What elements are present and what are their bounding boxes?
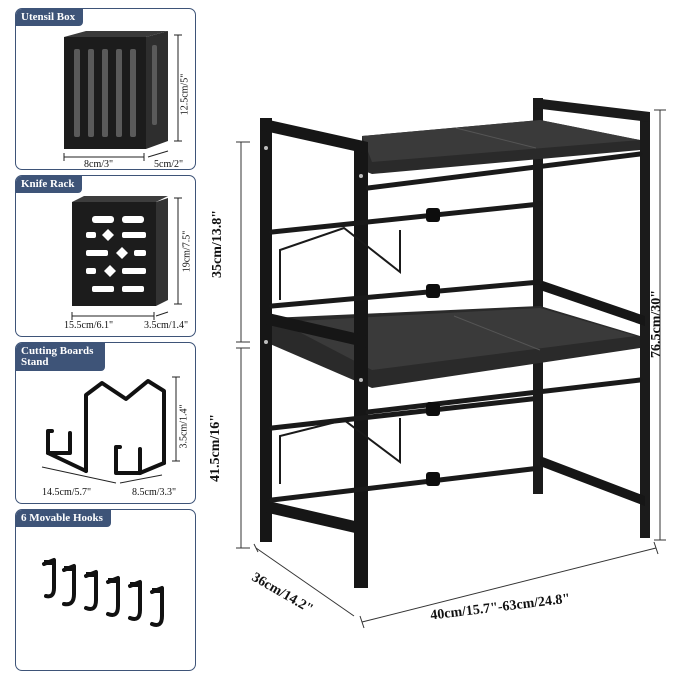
cutting-boards-stand-depth-label: 8.5cm/3.3" [132,487,177,498]
cutting-boards-stand-title: Cutting Boards Stand [16,343,105,371]
cutting-boards-stand-illustration [41,376,180,484]
hook-6 [150,586,164,627]
knife-rack-depth-label: 3.5cm/1.4" [144,320,189,331]
hook-5 [128,580,142,621]
cutting-boards-stand-panel: Cutting Boards Stand 3.5cm/1.4" 14.5cm/5… [15,342,196,504]
upper-height-label: 35cm/13.8" [210,209,226,279]
utensil-box-width-label: 8cm/3" [84,159,114,170]
knife-rack-width-label: 15.5cm/6.1" [64,320,114,331]
utensil-box-panel: Utensil Box 12.5cm/5" 8cm/3" 5cm/2" [15,8,196,170]
hook-2 [62,564,76,607]
cutting-boards-stand-width-label: 14.5cm/5.7" [42,487,92,498]
movable-hooks-panel: 6 Movable Hooks [15,509,196,671]
total-height-label: 76.5cm/30" [649,289,665,359]
movable-hooks-illustration [42,558,164,627]
knife-rack-illustration [71,196,182,320]
knife-rack-title: Knife Rack [16,176,83,193]
utensil-box-illustration [63,31,182,161]
hook-4 [106,576,120,617]
hook-3 [84,570,98,611]
utensil-box-depth-label: 5cm/2" [154,159,184,170]
lower-height-label: 41.5cm/16" [208,413,224,483]
utensil-box-title: Utensil Box [16,9,84,26]
knife-rack-panel: Knife Rack 19cm/7 [15,175,196,337]
hook-1 [42,558,56,599]
movable-hooks-title: 6 Movable Hooks [16,510,111,527]
